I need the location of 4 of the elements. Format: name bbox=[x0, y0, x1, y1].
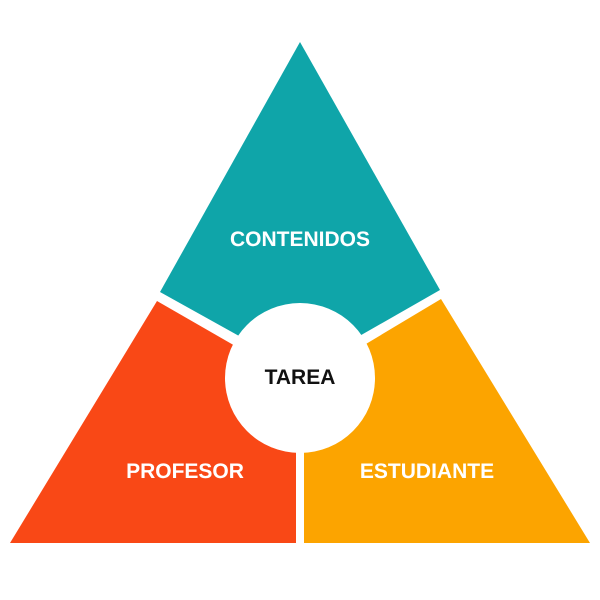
segment-label: PROFESOR bbox=[126, 460, 244, 484]
segment-label: CONTENIDOS bbox=[230, 228, 370, 252]
segment-label: TAREA bbox=[264, 366, 336, 390]
segment-label: ESTUDIANTE bbox=[360, 460, 494, 484]
